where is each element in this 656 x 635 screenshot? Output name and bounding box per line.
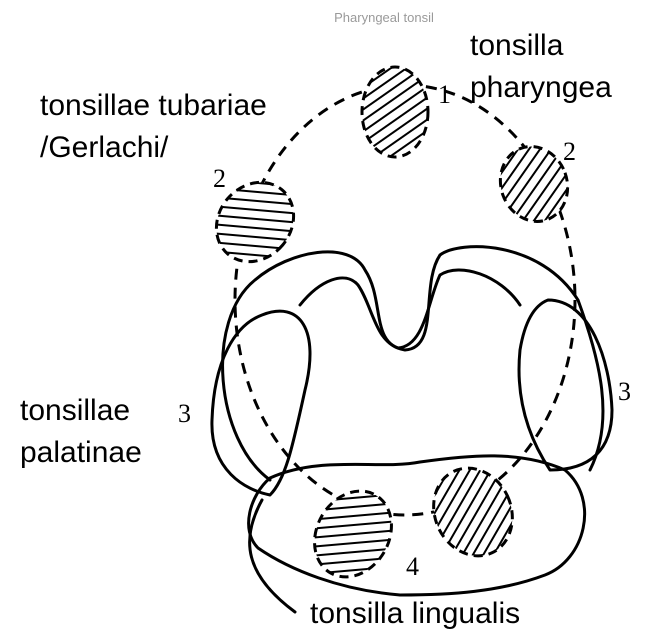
label-pharyngea-line2: pharyngea <box>470 71 612 104</box>
tonsil-pharyngeal <box>362 67 428 157</box>
palatine-arch-outline <box>223 247 603 480</box>
label-palatinae-line2: palatinae <box>20 436 142 469</box>
number-3-right: 3 <box>618 377 631 406</box>
number-1: 1 <box>438 80 451 109</box>
figure-caption: Pharyngeal tonsil <box>334 10 434 25</box>
label-pharyngea-line1: tonsilla <box>470 29 564 62</box>
inner-arch-outline <box>300 270 520 348</box>
label-tubariae-line1: tonsillae tubariae <box>40 89 267 122</box>
label-palatinae-line1: tonsillae <box>20 394 130 427</box>
label-tubariae-line2: /Gerlachi/ <box>40 131 169 164</box>
number-3-left: 3 <box>178 399 191 428</box>
number-4: 4 <box>406 552 419 581</box>
tonsil-lingual-left <box>299 477 406 591</box>
number-2-left: 2 <box>213 164 226 193</box>
number-2-right: 2 <box>563 137 576 166</box>
label-lingualis: tonsilla lingualis <box>310 597 520 630</box>
tonsil-lingual-right <box>420 455 527 569</box>
